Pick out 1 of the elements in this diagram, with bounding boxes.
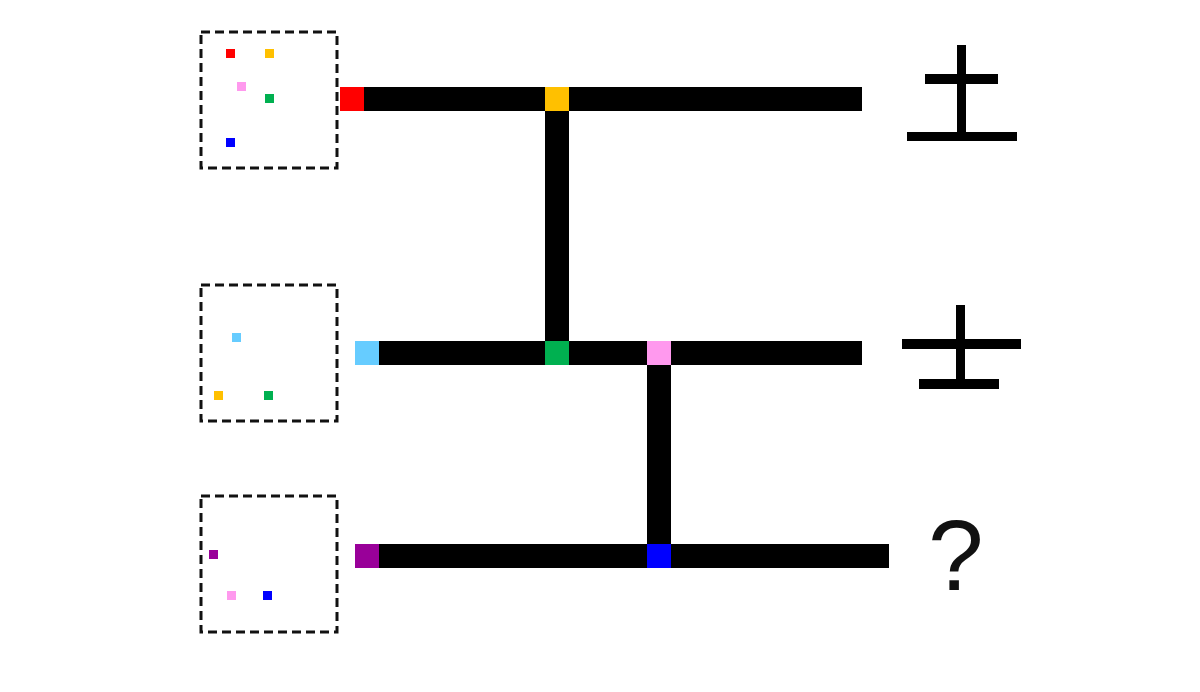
question-mark: ? [928,500,984,610]
